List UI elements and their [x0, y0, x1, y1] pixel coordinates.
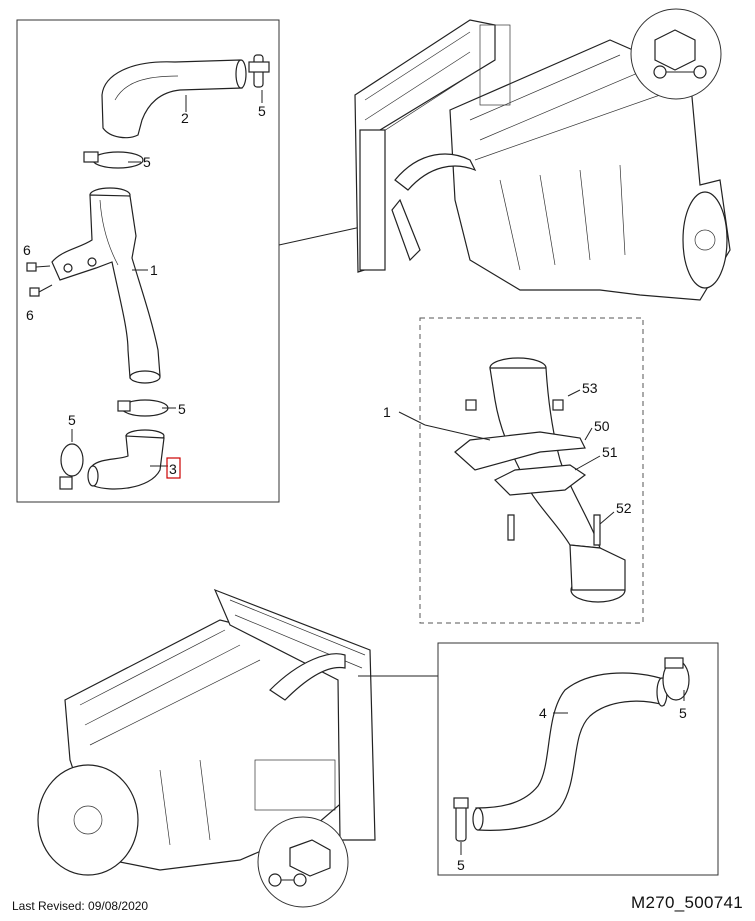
callout-1: 1	[150, 262, 158, 278]
callout-5: 5	[143, 154, 151, 170]
pipe-part-1	[51, 187, 161, 384]
bolt-part-53-b	[552, 399, 564, 411]
callout-4: 4	[539, 705, 547, 721]
bottom-detail-box: 4 5 5	[437, 642, 719, 876]
bolt-part-6-b	[29, 284, 53, 297]
clamp-part-5-a	[248, 54, 270, 88]
callout-6: 6	[23, 242, 31, 258]
last-revised-date: Last Revised: 09/08/2020	[12, 899, 149, 913]
callout-53: 53	[582, 380, 598, 396]
callout-5: 5	[178, 401, 186, 417]
clamp-part-5-f	[455, 802, 467, 842]
callout-5: 5	[457, 857, 465, 873]
vehicle-orientation-icon	[257, 816, 349, 908]
callout-5: 5	[68, 412, 76, 428]
callout-50: 50	[594, 418, 610, 434]
clamp-part-5-c	[117, 399, 169, 417]
figure-id: M270_500741	[630, 893, 743, 912]
callout-52: 52	[616, 500, 632, 516]
callout-6: 6	[26, 307, 34, 323]
clamp-part-5-d	[59, 443, 84, 490]
dashed-detail-box: 1 53 50 51 52	[383, 317, 644, 624]
vehicle-orientation-icon	[630, 8, 722, 100]
callout-1: 1	[383, 404, 391, 420]
callout-51: 51	[602, 444, 618, 460]
callout-5: 5	[679, 705, 687, 721]
engine-upper-illustration	[354, 19, 731, 301]
callout-5: 5	[258, 103, 266, 119]
bolt-part-53-a	[465, 399, 477, 411]
callout-3: 3	[169, 461, 177, 477]
top-detail-box: 2 5 5 6 6 1 5 5 3	[16, 19, 280, 503]
callout-2: 2	[181, 110, 189, 126]
clamp-part-5-b	[83, 151, 144, 169]
hose-part-2	[101, 59, 247, 139]
highlight-box	[166, 457, 181, 479]
hose-part-3	[87, 429, 165, 490]
bolt-part-6-a	[26, 262, 51, 272]
